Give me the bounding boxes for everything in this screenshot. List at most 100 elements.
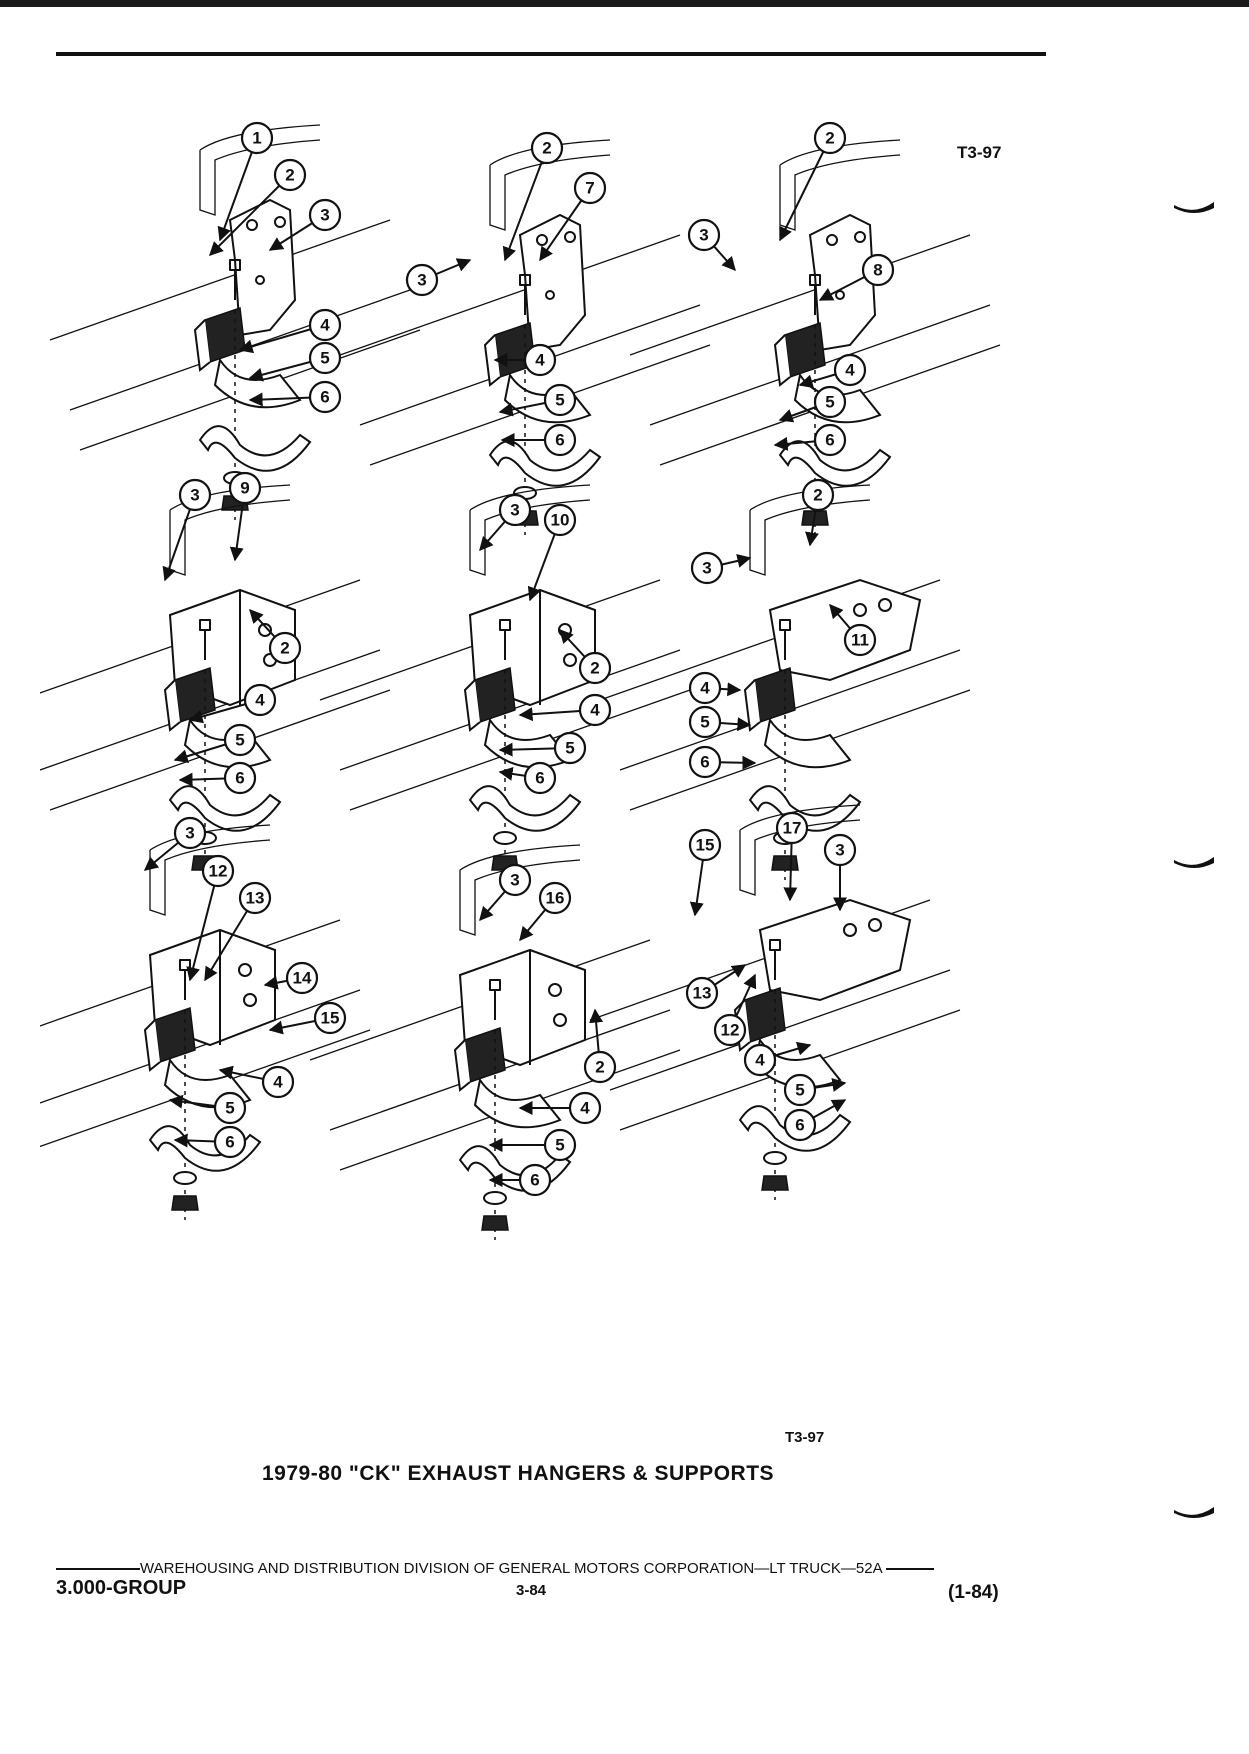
- callout-2: 2: [268, 631, 302, 665]
- bolt-hole: [868, 918, 882, 932]
- bolt: [229, 259, 241, 300]
- callout-3: 3: [690, 551, 724, 585]
- callout-number: 4: [320, 316, 330, 335]
- callout-number: 9: [240, 479, 249, 498]
- callout-3: 3: [498, 863, 532, 897]
- frame-rail-line: [49, 219, 391, 341]
- callout-5: 5: [223, 723, 257, 757]
- callout-circle: [173, 816, 207, 850]
- callout-number: 11: [851, 631, 869, 650]
- callout-circle: [228, 471, 262, 505]
- callout-17: 17: [775, 811, 809, 845]
- callout-circle: [568, 1091, 602, 1125]
- callout-circle: [688, 745, 722, 779]
- callout-5: 5: [308, 341, 342, 375]
- callout-15: 15: [688, 828, 722, 862]
- callout-circle: [223, 761, 257, 795]
- bolt: [199, 619, 211, 660]
- callout-6: 6: [688, 745, 722, 779]
- callout-circle: [223, 723, 257, 757]
- callout-number: 6: [825, 431, 834, 450]
- bolt: [499, 619, 511, 660]
- callout-6: 6: [518, 1163, 552, 1197]
- callout-13: 13: [685, 976, 719, 1010]
- callout-number: 5: [565, 739, 574, 758]
- bolt-hole: [243, 993, 257, 1007]
- hanger-assembly-7: [40, 824, 371, 1220]
- callout-number: 4: [273, 1073, 283, 1092]
- strap: [213, 357, 302, 409]
- insulator: [744, 986, 786, 1044]
- callout-circle: [308, 308, 342, 342]
- callout-number: 15: [321, 1009, 340, 1028]
- callout-number: 4: [590, 701, 600, 720]
- callout-3: 3: [308, 198, 342, 232]
- lock-washer: [173, 1171, 197, 1185]
- bolt-hole: [274, 216, 286, 228]
- callout-12: 12: [201, 854, 235, 888]
- callout-13: 13: [238, 881, 272, 915]
- strap: [763, 717, 852, 769]
- callout-8: 8: [861, 253, 895, 287]
- callout-number: 16: [546, 889, 565, 908]
- insulator: [204, 306, 246, 364]
- callout-number: 6: [320, 388, 329, 407]
- callout-number: 3: [699, 226, 708, 245]
- clamp: [198, 425, 312, 472]
- callout-number: 4: [845, 361, 855, 380]
- callout-number: 14: [293, 969, 312, 988]
- callout-circle: [238, 881, 272, 915]
- bolt-hole: [553, 1013, 567, 1027]
- figure-code-bottom: T3-97: [785, 1429, 825, 1446]
- callout-circle: [688, 828, 722, 862]
- callout-number: 6: [700, 753, 709, 772]
- callout-4: 4: [743, 1043, 777, 1077]
- callout-circle: [543, 383, 577, 417]
- callout-circle: [813, 385, 847, 419]
- callout-circle: [685, 976, 719, 1010]
- callout-number: 6: [795, 1116, 804, 1135]
- callout-number: 6: [555, 431, 564, 450]
- callout-2: 2: [530, 131, 564, 165]
- callout-number: 5: [795, 1081, 804, 1100]
- callout-number: 6: [235, 769, 244, 788]
- callout-circle: [813, 121, 847, 155]
- callout-5: 5: [543, 1128, 577, 1162]
- lock-washer: [493, 831, 517, 845]
- bolt-hole: [563, 653, 577, 667]
- figure-caption: 1979-80 "CK" EXHAUST HANGERS & SUPPORTS: [262, 1462, 775, 1485]
- bolt: [779, 619, 791, 660]
- callout-5: 5: [553, 731, 587, 765]
- callout-circle: [573, 171, 607, 205]
- callout-circle: [518, 1163, 552, 1197]
- hanger-assembly-1: [49, 124, 421, 520]
- bolt-hole: [853, 603, 867, 617]
- page-number: 3-84: [516, 1582, 547, 1599]
- clamp: [488, 440, 602, 487]
- callout-3: 3: [178, 478, 212, 512]
- callout-2: 2: [813, 121, 847, 155]
- callout-circle: [523, 343, 557, 377]
- callout-number: 5: [235, 731, 244, 750]
- callout-number: 4: [255, 691, 265, 710]
- callout-circle: [690, 551, 724, 585]
- callout-circle: [775, 811, 809, 845]
- callout-circle: [713, 1013, 747, 1047]
- bolt: [769, 939, 781, 980]
- callout-3: 3: [498, 493, 532, 527]
- callout-number: 3: [702, 559, 711, 578]
- callout-number: 8: [873, 261, 882, 280]
- binder-hole-mark: [1174, 202, 1214, 213]
- callout-number: 3: [417, 271, 426, 290]
- callout-4: 4: [243, 683, 277, 717]
- callout-circle: [861, 253, 895, 287]
- callout-number: 15: [696, 836, 715, 855]
- callout-5: 5: [688, 705, 722, 739]
- hanger-assembly-2: [339, 139, 711, 535]
- callout-number: 5: [825, 393, 834, 412]
- callout-circle: [213, 1091, 247, 1125]
- clamp: [748, 785, 862, 832]
- revision-date: (1-84): [948, 1582, 999, 1603]
- callout-4: 4: [261, 1065, 295, 1099]
- callout-circle: [583, 1050, 617, 1084]
